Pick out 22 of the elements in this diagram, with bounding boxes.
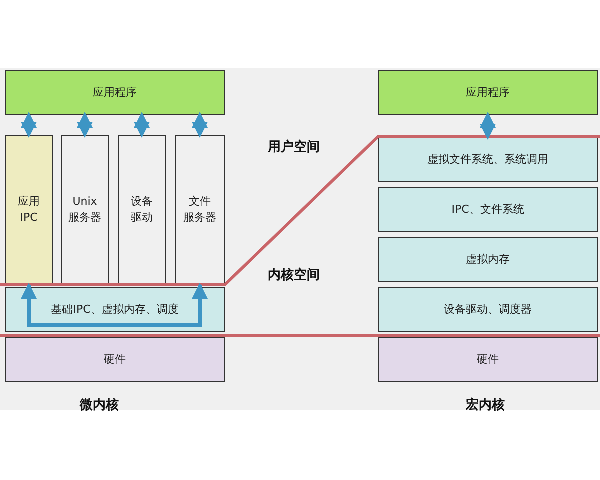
hardware-box: 硬件 [378,337,598,382]
app-box: 应用程序 [5,70,225,115]
kernel-layer-box: 虚拟内存 [378,237,598,282]
kernel-layer-box: IPC、文件系统 [378,187,598,232]
arrow [21,112,37,138]
space-label: 内核空间 [268,266,320,284]
arrow [77,112,93,138]
kernel-layer-box: 虚拟文件系统、系统调用 [378,137,598,182]
arrow [480,112,496,140]
app-box: 应用程序 [378,70,598,115]
arrow [192,112,208,138]
kernel-type-label: 宏内核 [466,396,505,414]
server-box: 应用 IPC [5,135,53,285]
kernel-type-label: 微内核 [80,397,119,414]
server-box: Unix 服务器 [61,135,109,285]
arrow [112,283,208,327]
space-label: 用户空间 [268,138,320,156]
kernel-layer-box: 设备驱动、调度器 [378,287,598,332]
hardware-box: 硬件 [5,337,225,382]
arrow [134,112,150,138]
server-box: 设备驱动 [118,135,166,285]
server-box: 文件服务器 [175,135,225,285]
